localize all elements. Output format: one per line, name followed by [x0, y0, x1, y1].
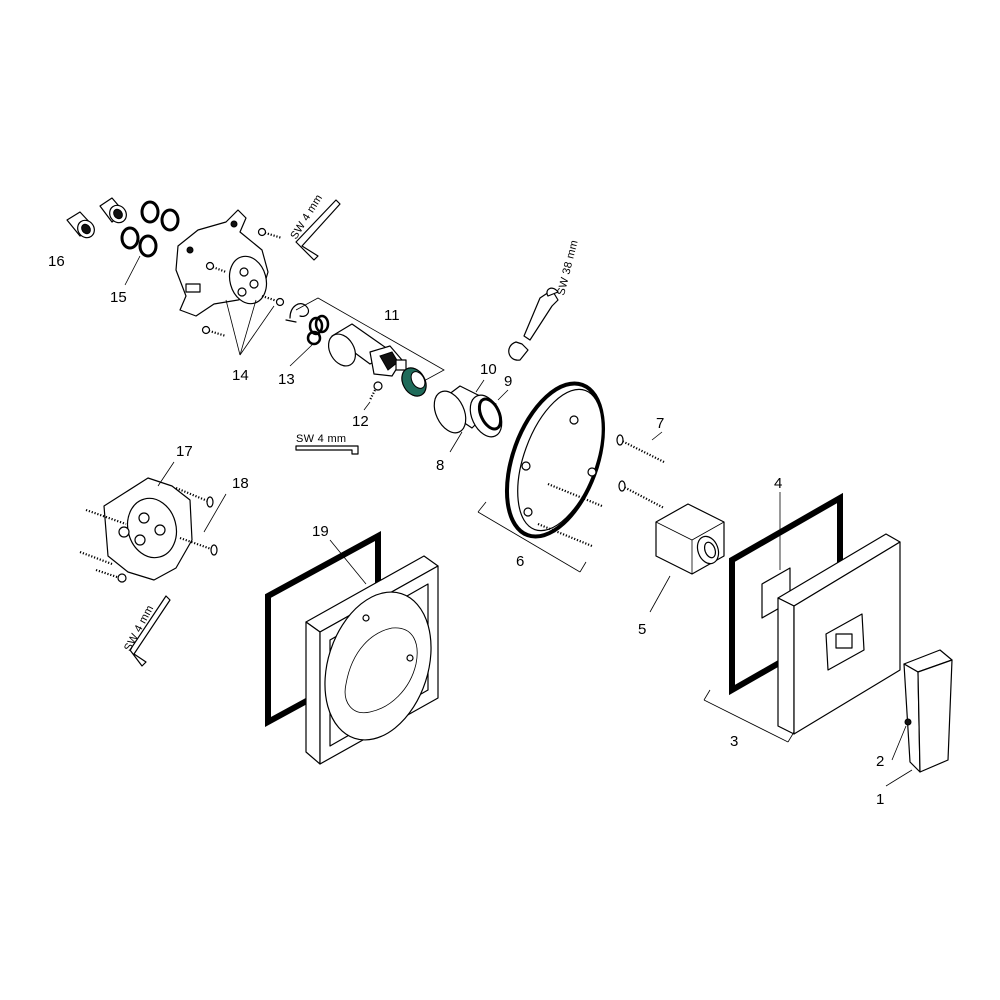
part-17-18-rough-body — [79, 461, 227, 583]
part-14-housing — [175, 209, 285, 356]
part-number-18: 18 — [232, 475, 249, 492]
part-number-13: 13 — [278, 371, 295, 388]
part-number-5: 5 — [638, 621, 646, 638]
hex-key-icon-mid — [295, 445, 359, 455]
part-number-17: 17 — [176, 443, 193, 460]
part-19-frame — [265, 530, 439, 765]
part-7-screws — [616, 431, 665, 509]
wrench-sw38-icon — [508, 287, 559, 361]
part-13-clip — [285, 303, 330, 367]
part-3-4-cover-plate — [703, 492, 901, 743]
part-1-2-lever-handle — [885, 649, 953, 787]
hex-key-icon-left — [129, 595, 171, 667]
tool-label-sw38: SW 38 mm — [555, 239, 580, 297]
part-9-10-leaders — [475, 379, 509, 401]
part-number-7: 7 — [656, 415, 664, 432]
part-5-adapter — [649, 503, 725, 613]
part-6-mounting-plate — [477, 381, 606, 573]
highlight-ring — [401, 367, 427, 397]
part-11-cartridge — [295, 297, 445, 383]
part-number-10: 10 — [480, 361, 497, 378]
part-16-sleeve — [66, 197, 127, 239]
hex-key-icon-top — [295, 199, 341, 261]
part-number-3: 3 — [730, 733, 738, 750]
part-number-8: 8 — [436, 457, 444, 474]
part-number-1: 1 — [876, 791, 884, 808]
part-number-14: 14 — [232, 367, 249, 384]
part-number-6: 6 — [516, 553, 524, 570]
part-number-11: 11 — [384, 307, 400, 324]
part-number-2: 2 — [876, 753, 884, 770]
part-12-screw — [363, 381, 383, 411]
part-number-12: 12 — [352, 413, 369, 430]
part-8-sleeve — [433, 385, 503, 453]
part-number-9: 9 — [504, 373, 512, 390]
part-number-16: 16 — [48, 253, 65, 270]
part-15-o-rings — [120, 200, 180, 286]
part-number-4: 4 — [774, 475, 782, 492]
part-number-19: 19 — [312, 523, 329, 540]
part-number-15: 15 — [110, 289, 127, 306]
tool-label-sw4-mid: SW 4 mm — [296, 433, 346, 445]
